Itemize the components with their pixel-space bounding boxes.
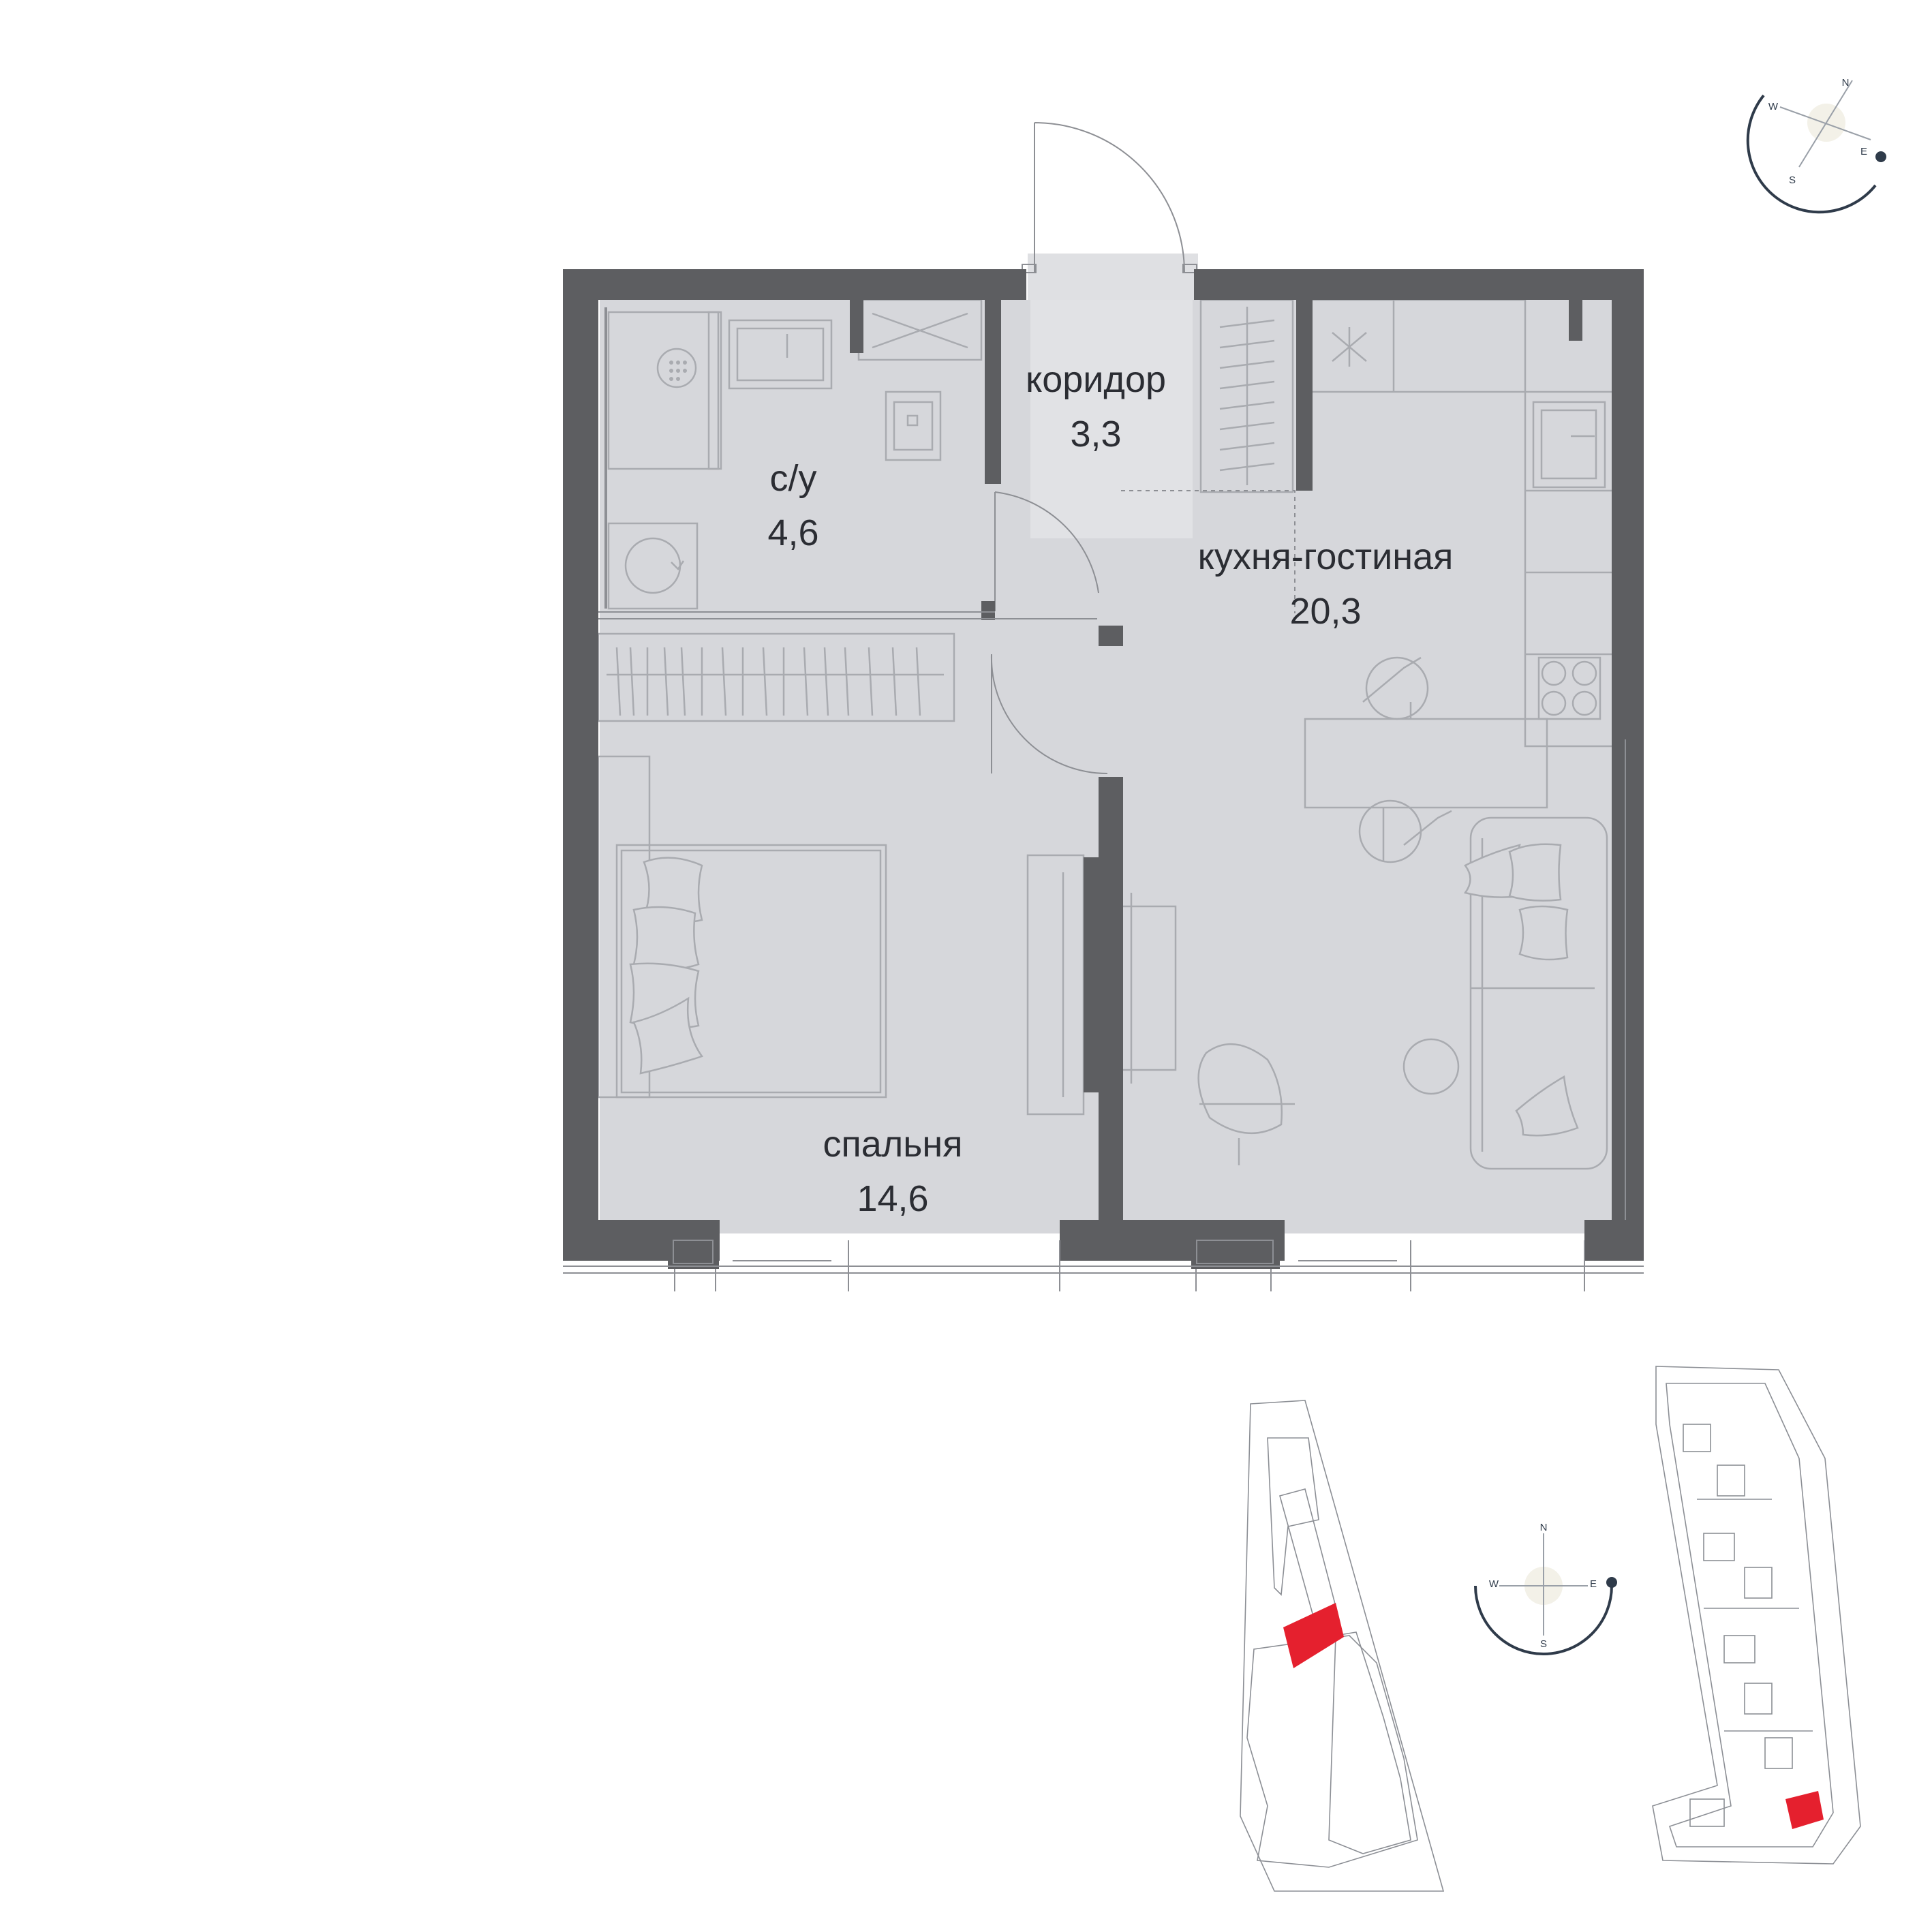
compass-bottom-north: N xyxy=(1540,1522,1548,1533)
bedroom-furniture xyxy=(597,632,1085,1116)
compass-bottom-south: S xyxy=(1540,1638,1547,1650)
doors xyxy=(990,122,1295,774)
compass-top-west: W xyxy=(1768,101,1779,112)
walls xyxy=(563,269,1644,1261)
compass-top-east: E xyxy=(1860,146,1867,157)
bathroom-area: 4,6 xyxy=(767,512,818,553)
kitchen-living-name: кухня-гостиная xyxy=(1198,536,1454,577)
compass-top: N W E S xyxy=(1746,77,1886,214)
site-plan xyxy=(1240,1400,1445,1892)
compass-top-north: N xyxy=(1842,77,1850,89)
wardrobe-corridor xyxy=(1199,298,1294,493)
compass-bottom-west: W xyxy=(1489,1578,1499,1590)
corridor-name: коридор xyxy=(1026,359,1166,400)
windows xyxy=(563,739,1644,1291)
building-plan xyxy=(1652,1366,1861,1865)
compass-bottom: N W E S xyxy=(1474,1522,1617,1655)
compass-top-south: S xyxy=(1789,174,1796,186)
corridor-area: 3,3 xyxy=(1070,414,1121,455)
sofa xyxy=(1463,816,1608,1170)
bedroom-name: спальня xyxy=(823,1124,963,1165)
bedroom-area: 14,6 xyxy=(857,1178,928,1219)
kitchen-living-area: 20,3 xyxy=(1289,591,1361,632)
bathroom-name: с/у xyxy=(769,458,816,499)
living-furniture xyxy=(1120,893,1460,1165)
compass-bottom-east: E xyxy=(1590,1578,1597,1590)
